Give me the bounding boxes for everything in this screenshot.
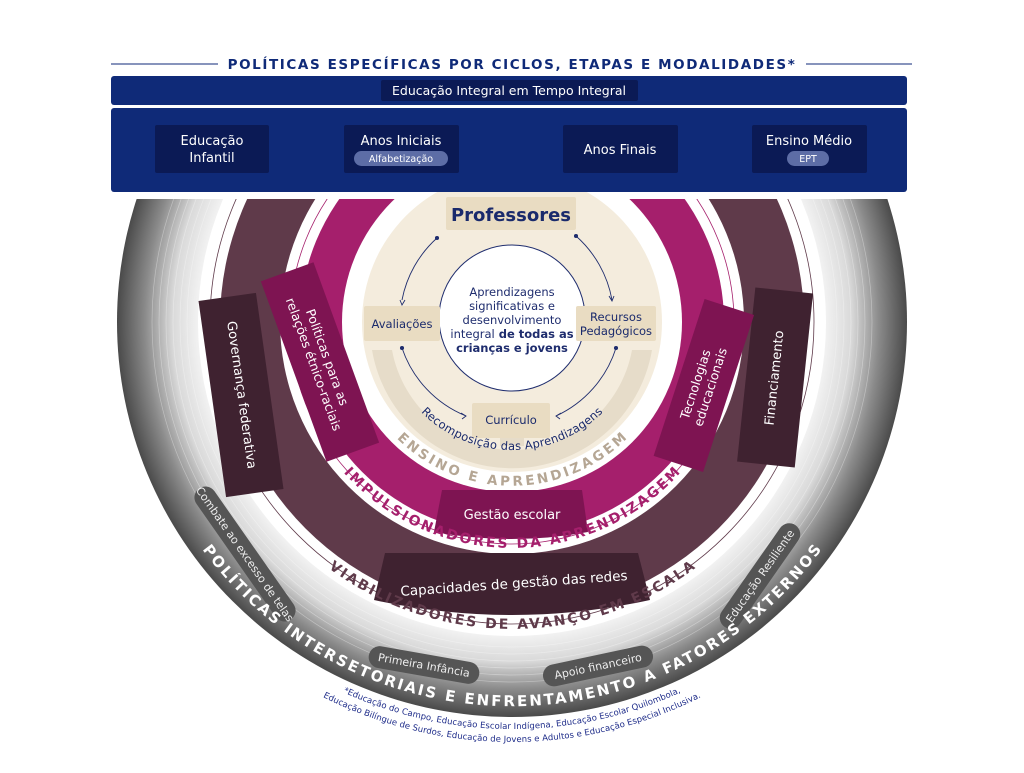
svg-text:Recursos: Recursos: [590, 310, 642, 324]
ensino-core: Aprendizagens significativas e desenvolv…: [362, 172, 662, 472]
stage-anos-finais[interactable]: Anos Finais: [563, 125, 678, 173]
svg-text:EPT: EPT: [799, 154, 817, 165]
financiamento-panel[interactable]: Financiamento: [737, 287, 814, 468]
center-text: Aprendizagens significativas e desenvolv…: [450, 285, 573, 355]
header-title: POLÍTICAS ESPECÍFICAS POR CICLOS, ETAPAS…: [228, 56, 797, 73]
footnote-line-1: *Educação do Campo, Educação Escolar Ind…: [342, 686, 682, 732]
stage-ensino-medio[interactable]: Ensino Médio EPT: [752, 125, 867, 173]
svg-text:Alfabetização: Alfabetização: [369, 154, 433, 165]
svg-text:Professores: Professores: [451, 205, 571, 226]
svg-text:Pedagógicos: Pedagógicos: [580, 324, 652, 338]
svg-text:Avaliações: Avaliações: [372, 317, 433, 331]
gestao-label: Gestão escolar: [464, 508, 561, 523]
alfabetizacao-tag: [354, 151, 448, 166]
svg-text:Educação Integral em Tempo Int: Educação Integral em Tempo Integral: [392, 83, 626, 98]
svg-text:Ensino Médio: Ensino Médio: [766, 134, 852, 149]
svg-text:Currículo: Currículo: [485, 413, 537, 427]
professores-box[interactable]: Professores: [446, 197, 576, 230]
svg-text:Anos Finais: Anos Finais: [584, 143, 657, 158]
ept-tag: [787, 151, 829, 166]
stage-educacao-infantil[interactable]: Educação Infantil: [155, 125, 269, 173]
stages-bar: [111, 108, 907, 192]
tecnologias-panel[interactable]: Tecnologias educacionais: [653, 298, 755, 472]
svg-text:crianças e jovens: crianças e jovens: [456, 341, 568, 355]
svg-text:desenvolvimento: desenvolvimento: [463, 313, 562, 327]
svg-text:Educação: Educação: [181, 134, 244, 149]
capacidades-panel[interactable]: Capacidades de gestão das redes: [374, 553, 650, 615]
svg-text:significativas e: significativas e: [469, 299, 555, 313]
avaliacoes-box[interactable]: Avaliações: [364, 306, 440, 341]
integral-box[interactable]: Educação Integral em Tempo Integral: [381, 80, 638, 101]
governanca-panel[interactable]: Governança federativa: [198, 292, 284, 498]
gestao-escolar-panel[interactable]: Gestão escolar: [434, 490, 588, 539]
svg-text:Anos Iniciais: Anos Iniciais: [361, 134, 442, 149]
svg-text:Infantil: Infantil: [189, 151, 234, 166]
svg-text:Aprendizagens: Aprendizagens: [469, 285, 554, 299]
stage-anos-iniciais[interactable]: Anos Iniciais Alfabetização: [344, 125, 459, 173]
recomposicao-label: Recomposição das Aprendizagens: [419, 404, 605, 453]
cycle-arrows-icon: [399, 233, 619, 420]
recursos-pedagogicos-box[interactable]: Recursos Pedagógicos: [576, 306, 656, 341]
footnote-line-2: Educação Bilíngue de Surdos, Educação de…: [322, 691, 703, 745]
curriculo-box[interactable]: Currículo: [472, 403, 550, 438]
